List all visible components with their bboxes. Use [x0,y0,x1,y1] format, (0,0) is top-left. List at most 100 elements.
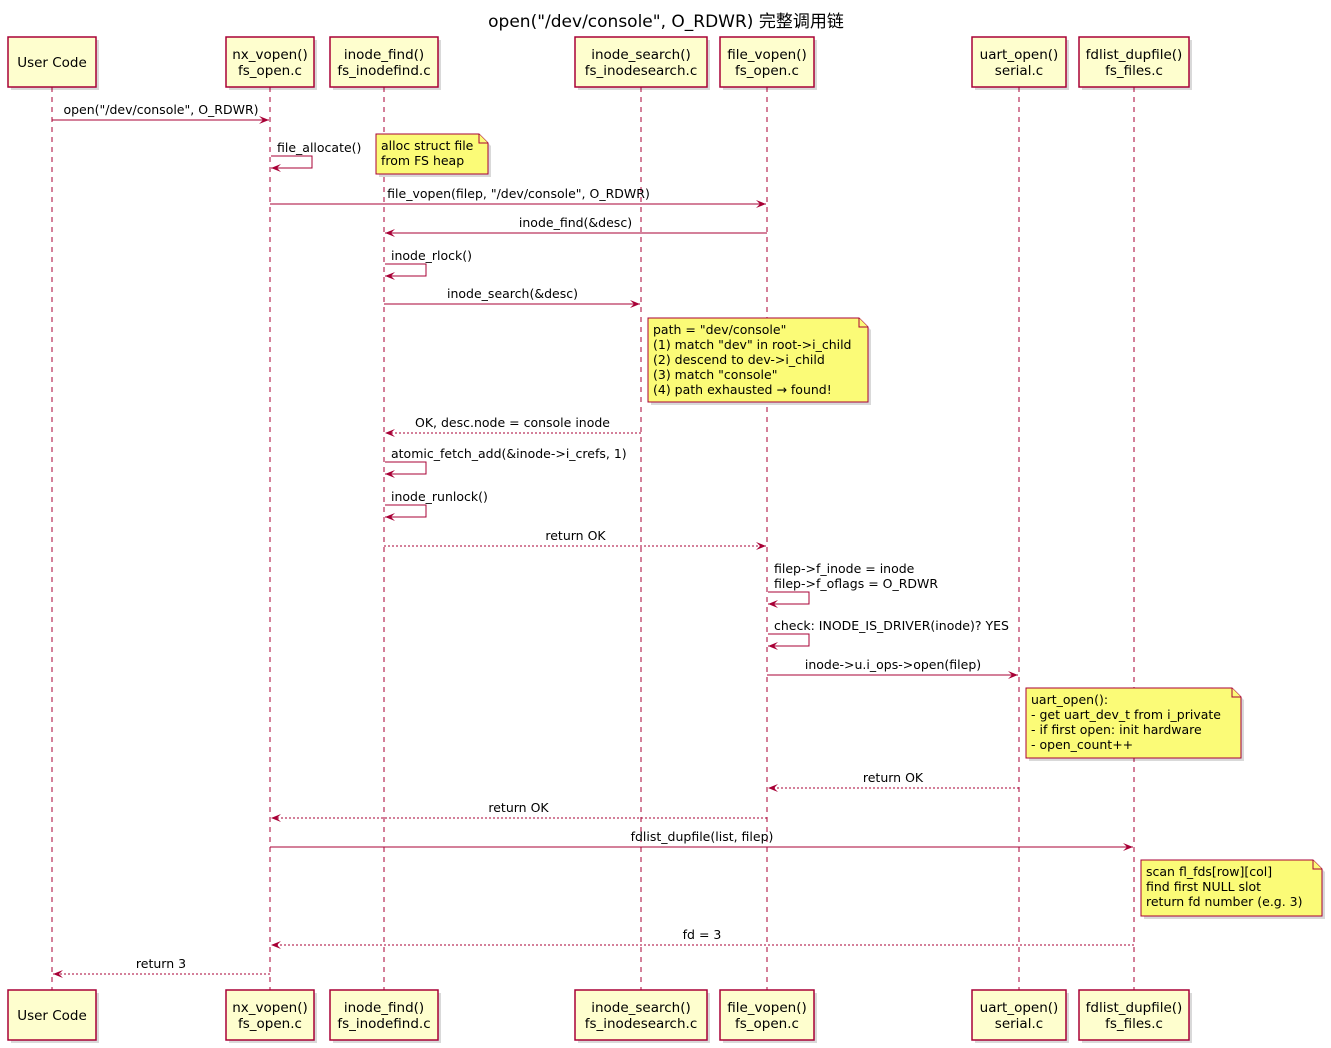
arrow-head [756,200,766,208]
participant-box [971,989,1067,1041]
note-line: from FS heap [381,153,464,168]
note-fold [1312,860,1322,870]
message-label: filep->f_inode = inode [774,561,915,576]
note-fdlist: scan fl_fds[row][col]find first NULL slo… [1140,859,1325,919]
message-6: inode_search(&desc) [384,286,640,308]
participant-label: file_vopen() [727,47,807,63]
participant-label: nx_vopen() [232,47,308,63]
participant-bottom-inodesearch: inode_search()fs_inodesearch.c [574,989,710,1043]
self-message-line [768,633,810,647]
note-line: return fd number (e.g. 3) [1146,894,1303,909]
participant-box [7,989,97,1041]
self-message-line [271,155,313,169]
arrow-head [271,814,281,822]
participant-box [1078,989,1190,1041]
note-line: uart_open(): [1031,692,1108,707]
arrow-head [756,542,766,550]
participant-bottom-inodefind: inode_find()fs_inodefind.c [329,989,441,1043]
participant-label: fdlist_dupfile() [1086,47,1183,63]
participant-label: fs_open.c [238,63,302,79]
lifelines [51,87,1135,990]
message-label: return OK [863,770,924,785]
message-label: OK, desc.node = console inode [415,415,610,430]
participant-bottom-filevopen: file_vopen()fs_open.c [719,989,817,1043]
note-inodesearch: path = "dev/console"(1) match "dev" in r… [647,317,871,405]
arrow-head [53,970,63,978]
arrow-head [259,116,269,124]
message-label: inode->u.i_ops->open(filep) [805,657,981,672]
participant-box [225,989,315,1041]
message-label: fdlist_dupfile(list, filep) [631,829,774,844]
message-5: inode_rlock() [385,248,472,280]
message-18: return 3 [53,956,270,978]
message-16: fdlist_dupfile(list, filep) [270,829,1133,851]
note-line: - open_count++ [1031,737,1133,752]
message-14: return OK [768,770,1019,792]
arrow-head [630,300,640,308]
message-label: file_vopen(filep, "/dev/console", O_RDWR… [387,186,650,201]
participant-label: fs_files.c [1105,1016,1163,1032]
message-2: file_allocate() [271,140,361,172]
participant-label: nx_vopen() [232,1000,308,1016]
participant-label: serial.c [995,63,1043,79]
participant-box [329,36,439,88]
participant-box [971,36,1067,88]
participant-box [225,36,315,88]
participant-top-fdlist: fdlist_dupfile()fs_files.c [1078,36,1192,90]
participant-top-uartopen: uart_open()serial.c [971,36,1069,90]
participant-label: fs_open.c [238,1016,302,1032]
note-line: (2) descend to dev->i_child [653,352,825,367]
note-box [375,133,489,175]
note-line: (1) match "dev" in root->i_child [653,337,852,352]
note-box [1140,859,1323,917]
participant-label: fs_inodefind.c [337,1016,430,1032]
note-fold [858,318,868,328]
participant-label: fs_inodesearch.c [585,1016,698,1032]
participant-top-nxvopen: nx_vopen()fs_open.c [225,36,317,90]
arrow-head [271,941,281,949]
arrow-head [1123,843,1133,851]
self-message-line [385,461,427,475]
participant-label: fs_open.c [735,63,799,79]
message-label: return 3 [136,956,186,971]
message-label: open("/dev/console", O_RDWR) [63,102,258,117]
arrow-head [1008,671,1018,679]
participant-box [329,989,439,1041]
participant-box [719,36,815,88]
participant-box [574,989,708,1041]
participant-label: fs_inodesearch.c [585,63,698,79]
participant-label: uart_open() [980,1000,1059,1016]
participant-box [7,36,97,88]
participant-bottom-nxvopen: nx_vopen()fs_open.c [225,989,317,1043]
message-label: fd = 3 [683,927,722,942]
message-label: check: INODE_IS_DRIVER(inode)? YES [774,618,1009,633]
message-label: return OK [488,800,549,815]
message-15: return OK [271,800,767,822]
participant-top-filevopen: file_vopen()fs_open.c [719,36,817,90]
self-message-line [768,591,810,605]
participant-label: fdlist_dupfile() [1086,1000,1183,1016]
message-9: inode_runlock() [385,489,488,521]
note-line: path = "dev/console" [653,322,786,337]
participant-label: User Code [17,1008,87,1024]
participant-label: inode_search() [591,47,691,63]
messages: open("/dev/console", O_RDWR) file_allocat… [52,102,1134,978]
participant-label: fs_open.c [735,1016,799,1032]
message-3: file_vopen(filep, "/dev/console", O_RDWR… [270,186,766,208]
participant-label: fs_inodefind.c [337,63,430,79]
arrow-head [768,642,778,650]
participant-bottom-user: User Code [7,989,99,1043]
participant-label: file_vopen() [727,1000,807,1016]
participant-label: uart_open() [980,47,1059,63]
message-label: atomic_fetch_add(&inode->i_crefs, 1) [391,446,627,461]
message-7: OK, desc.node = console inode [385,415,641,437]
participant-top-inodesearch: inode_search()fs_inodesearch.c [574,36,710,90]
participant-label: User Code [17,55,87,71]
arrow-head [385,470,395,478]
arrow-head [768,784,778,792]
note-box [1025,687,1242,759]
